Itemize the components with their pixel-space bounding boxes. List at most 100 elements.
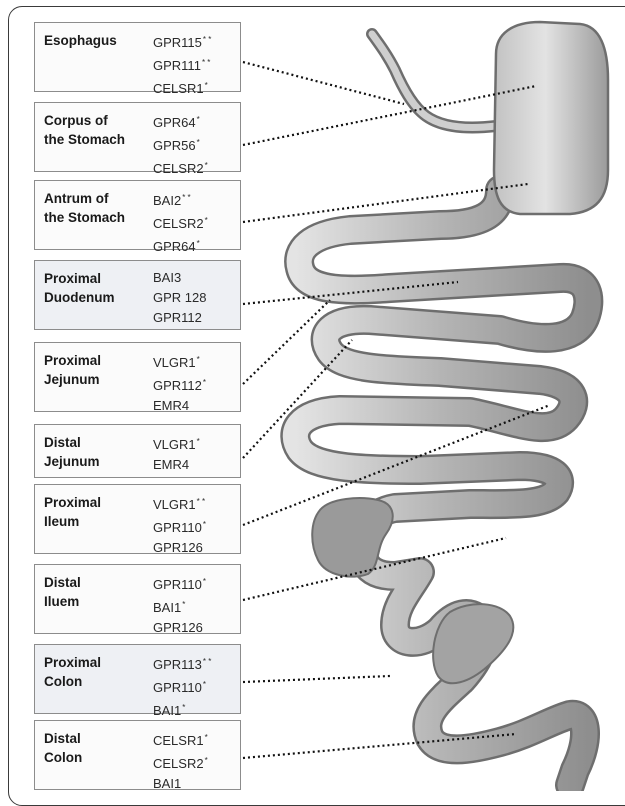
region-name: Proximal Colon: [44, 653, 144, 691]
significance-mark: * *: [182, 193, 190, 202]
esophagus-lumen: [372, 34, 496, 128]
gene-name: BAI3: [153, 270, 181, 285]
significance-mark: *: [203, 520, 206, 529]
significance-mark: *: [197, 437, 200, 446]
gene-entry: GPR 128: [153, 288, 206, 308]
intestine: [295, 190, 588, 785]
gene-name: BAI1: [153, 776, 181, 791]
gene-entry: BAI1: [153, 774, 208, 794]
significance-mark: *: [203, 680, 206, 689]
significance-mark: *: [205, 216, 208, 225]
gene-list: VLGR1*GPR112*EMR4: [153, 350, 206, 416]
significance-mark: *: [197, 355, 200, 364]
significance-mark: * *: [203, 657, 211, 666]
gene-name: CELSR2: [153, 216, 204, 231]
gene-entry: CELSR2*: [153, 751, 208, 774]
gene-name: GPR115: [153, 35, 202, 50]
significance-mark: *: [182, 703, 185, 712]
region-name: Distal Iluem: [44, 573, 144, 611]
significance-mark: *: [182, 600, 185, 609]
significance-mark: *: [197, 239, 200, 248]
gene-name: CELSR2: [153, 161, 204, 176]
gene-list: GPR113* *GPR110*BAI1*: [153, 652, 211, 721]
gene-entry: EMR4: [153, 396, 206, 416]
significance-mark: * *: [203, 35, 211, 44]
gene-entry: CELSR1*: [153, 728, 208, 751]
significance-mark: *: [205, 161, 208, 170]
gene-entry: GPR64*: [153, 234, 208, 257]
gene-list: GPR110*BAI1* GPR126: [153, 572, 206, 638]
gene-name: VLGR1: [153, 497, 196, 512]
gene-name: EMR4: [153, 457, 189, 472]
gene-list: CELSR1*CELSR2*BAI1: [153, 728, 208, 794]
intestine-lumen: [295, 190, 588, 785]
gene-entry: BAI2* *: [153, 188, 208, 211]
significance-mark: *: [197, 115, 200, 124]
gene-name: GPR112: [153, 378, 202, 393]
significance-mark: *: [197, 138, 200, 147]
gene-name: GPR64: [153, 239, 196, 254]
gene-list: GPR64*GPR56*CELSR2*: [153, 110, 208, 179]
gene-entry: GPR110*: [153, 572, 206, 595]
region-name: Antrum of the Stomach: [44, 189, 144, 227]
gene-entry: GPR110*: [153, 675, 211, 698]
gene-entry: GPR64*: [153, 110, 208, 133]
gene-list: VLGR1* *GPR110*GPR126: [153, 492, 206, 558]
gene-name: GPR126: [153, 540, 203, 555]
gene-entry: GPR56*: [153, 133, 208, 156]
region-box: Proximal JejunumVLGR1*GPR112*EMR4: [34, 342, 241, 412]
gene-entry: VLGR1*: [153, 350, 206, 373]
gene-entry: GPR110*: [153, 515, 206, 538]
gene-name: GPR110: [153, 680, 202, 695]
gene-name: VLGR1: [153, 355, 196, 370]
region-box: Distal Jejunum VLGR1* EMR4: [34, 424, 241, 478]
gene-entry: CELSR1*: [153, 76, 211, 99]
gene-list: BAI2* *CELSR2*GPR64*: [153, 188, 208, 257]
gene-entry: GPR112*: [153, 373, 206, 396]
gene-name: GPR112: [153, 310, 202, 325]
gene-entry: CELSR2*: [153, 211, 208, 234]
region-name: Distal Colon: [44, 729, 144, 767]
region-name: Proximal Jejunum: [44, 351, 144, 389]
gene-entry: GPR113* *: [153, 652, 211, 675]
gene-name: BAI1: [153, 703, 181, 718]
gene-entry: BAI1*: [153, 698, 211, 721]
gene-name: CELSR2: [153, 756, 204, 771]
gene-list: GPR115* *GPR111* *CELSR1*: [153, 30, 211, 99]
connector-line: [243, 86, 536, 145]
gene-name: CELSR1: [153, 81, 204, 96]
gene-name: BAI2: [153, 193, 181, 208]
region-name: Esophagus: [44, 31, 144, 50]
gene-entry: VLGR1* *: [153, 492, 206, 515]
region-name: Corpus of the Stomach: [44, 111, 144, 149]
gene-entry: VLGR1*: [153, 432, 200, 455]
significance-mark: * *: [197, 497, 205, 506]
gene-name: GPR 128: [153, 290, 206, 305]
colon-bend-blob: [433, 604, 513, 683]
gene-entry: GPR112: [153, 308, 206, 328]
gene-name: GPR126: [153, 620, 203, 635]
significance-mark: *: [205, 756, 208, 765]
significance-mark: *: [205, 81, 208, 90]
gene-name: VLGR1: [153, 437, 196, 452]
region-name: Distal Jejunum: [44, 433, 144, 471]
gene-list: VLGR1* EMR4: [153, 432, 200, 475]
gene-name: GPR110: [153, 520, 202, 535]
gene-entry: CELSR2*: [153, 156, 208, 179]
connector-line: [243, 62, 404, 104]
significance-mark: *: [205, 733, 208, 742]
region-name: Proximal Ileum: [44, 493, 144, 531]
esophagus-outline: [372, 34, 496, 128]
gene-entry: BAI1*: [153, 595, 206, 618]
gene-name: GPR56: [153, 138, 196, 153]
gene-name: GPR111: [153, 58, 201, 73]
gene-entry: EMR4: [153, 455, 200, 475]
gene-name: GPR64: [153, 115, 196, 130]
